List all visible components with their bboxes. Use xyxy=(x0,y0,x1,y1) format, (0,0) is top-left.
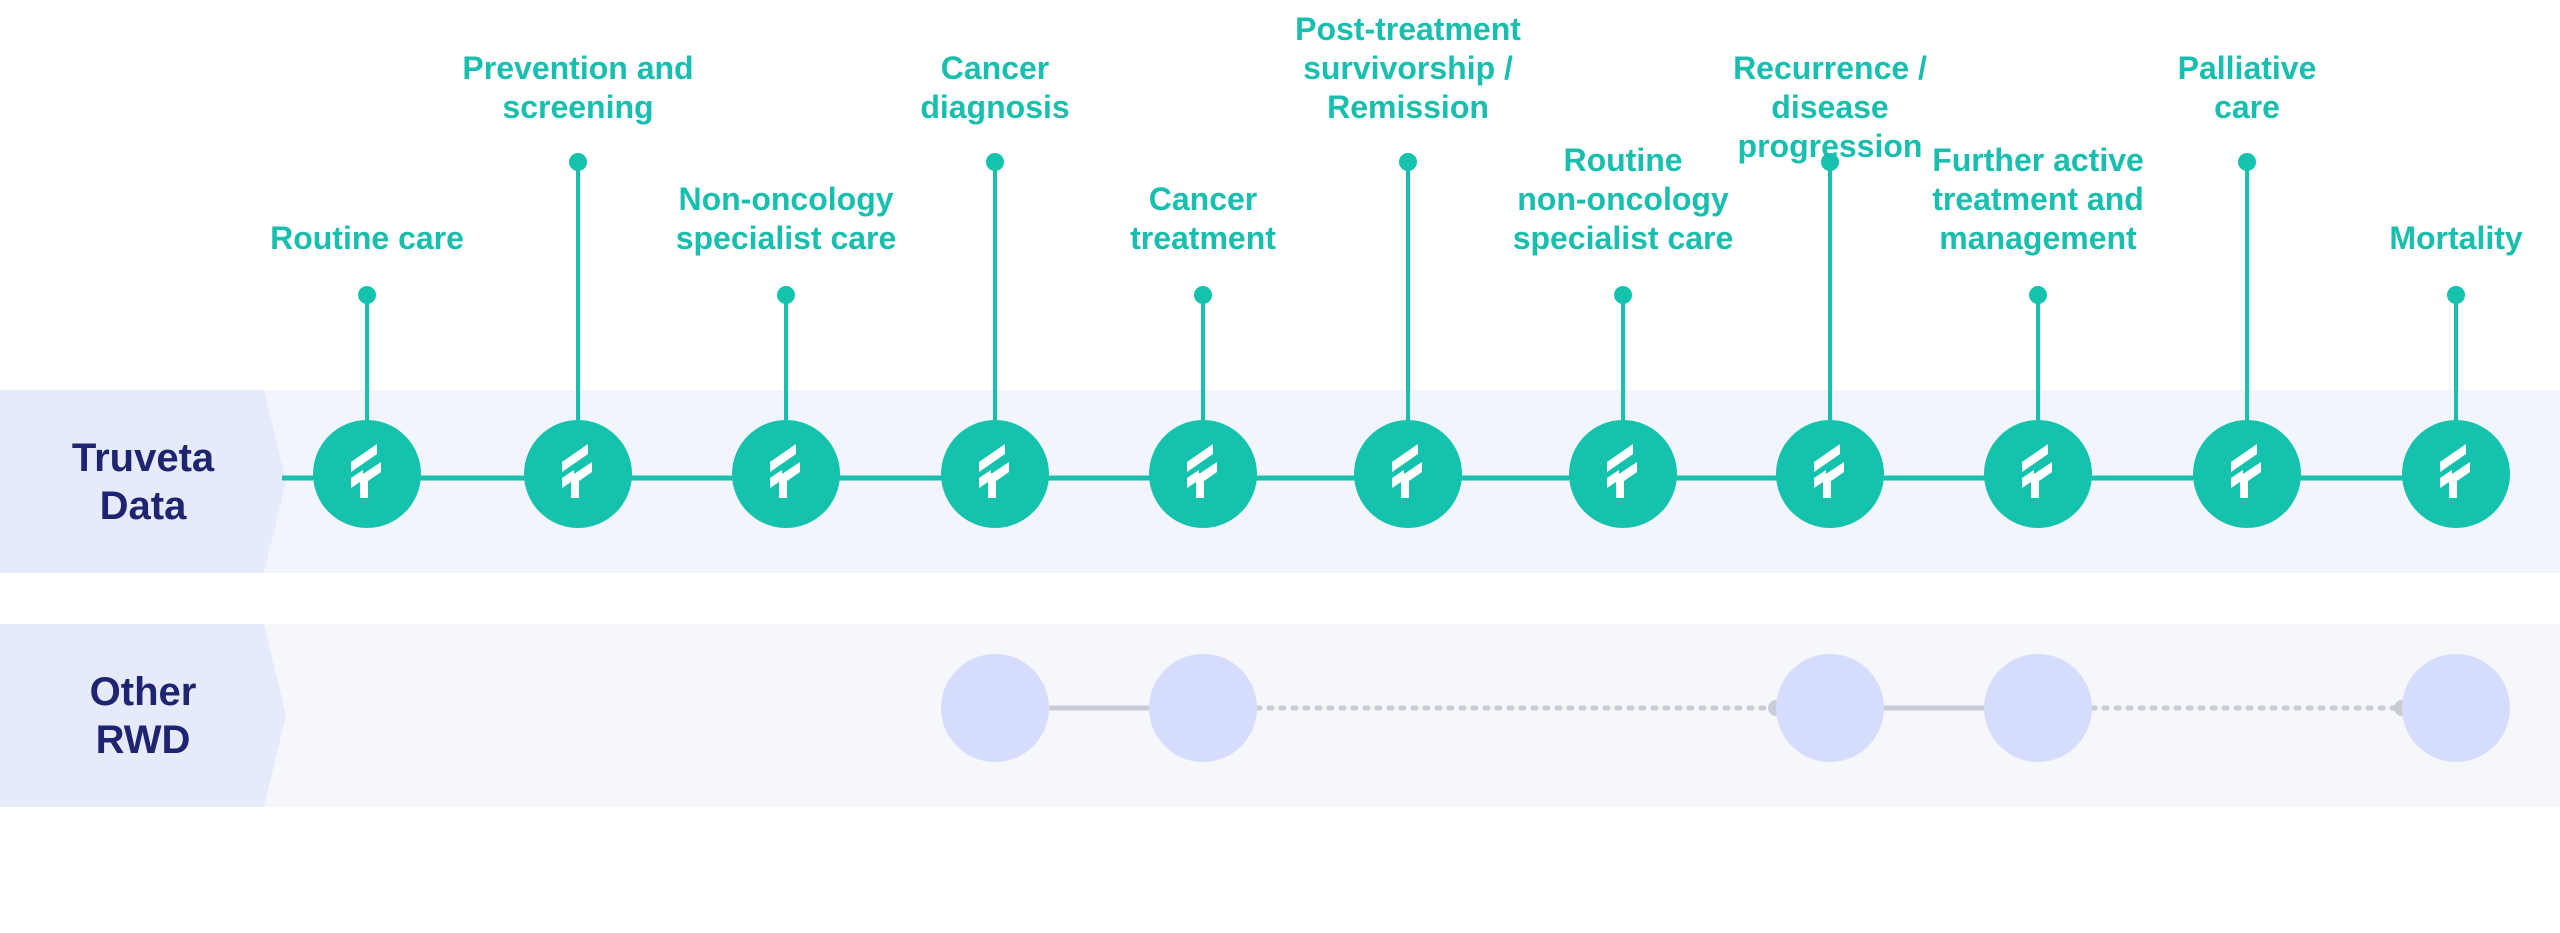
other-rwd-node xyxy=(1149,654,1257,762)
stage-label: Prevention and screening xyxy=(462,50,694,125)
truveta-sprout-icon xyxy=(2440,444,2470,498)
stage-label: Cancer treatment xyxy=(1130,181,1276,256)
stage-stem-dot xyxy=(2238,153,2256,171)
truveta-sprout-icon xyxy=(1187,444,1217,498)
stage-stem-dot xyxy=(2447,286,2465,304)
stage-stem-dot xyxy=(1821,153,1839,171)
other-rwd-node xyxy=(1776,654,1884,762)
stage-label: Routine non-oncology specialist care xyxy=(1512,142,1734,256)
stage-label: Non-oncology specialist care xyxy=(675,181,897,256)
truveta-sprout-icon xyxy=(351,444,381,498)
other-rwd-node xyxy=(1984,654,2092,762)
stage-label: Routine care xyxy=(270,220,464,256)
other-rwd-node xyxy=(941,654,1049,762)
truveta-sprout-icon xyxy=(2231,444,2261,498)
truveta-data-row-label: Truveta Data xyxy=(0,390,286,573)
truveta-sprout-icon xyxy=(562,444,592,498)
truveta-sprout-icon xyxy=(979,444,1009,498)
other-rwd-node xyxy=(2402,654,2510,762)
truveta-sprout-icon xyxy=(770,444,800,498)
stage-stem-dot xyxy=(1399,153,1417,171)
truveta-data-label-text: Truveta Data xyxy=(71,435,215,528)
truveta-data-band xyxy=(0,390,2560,573)
stage-stem-dot xyxy=(1614,286,1632,304)
truveta-sprout-icon xyxy=(1607,444,1637,498)
stage-stem-dot xyxy=(2029,286,2047,304)
truveta-sprout-icon xyxy=(2022,444,2052,498)
stage-label: Post-treatment survivorship / Remission xyxy=(1295,11,1521,125)
other-rwd-row-label: Other RWD xyxy=(0,624,286,807)
stage-stem-dot xyxy=(986,153,1004,171)
stage-label: Recurrence / disease progression xyxy=(1733,50,1927,164)
stage-label: Further active treatment and management xyxy=(1932,142,2144,256)
stage-label: Palliative care xyxy=(2177,50,2317,125)
other-rwd-band xyxy=(0,624,2560,807)
stage-stem-dot xyxy=(358,286,376,304)
stage-label: Mortality xyxy=(2389,220,2523,256)
stage-stem-dot xyxy=(569,153,587,171)
stage-stem-dot xyxy=(777,286,795,304)
stage-label: Cancer diagnosis xyxy=(920,50,1070,125)
other-rwd-label-text: Other RWD xyxy=(89,669,197,762)
truveta-sprout-icon xyxy=(1392,444,1422,498)
stage-stem-dot xyxy=(1194,286,1212,304)
truveta-sprout-icon xyxy=(1814,444,1844,498)
